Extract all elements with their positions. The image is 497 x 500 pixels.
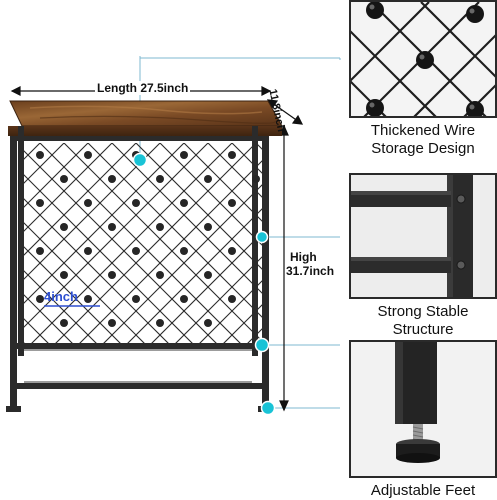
feature-caption-wire-line1: Thickened Wire — [370, 122, 476, 139]
accent-dot-foot — [260, 400, 276, 416]
wire-closeup-image — [351, 2, 495, 116]
feet-closeup-image — [351, 342, 495, 476]
feature-caption-feet-line1: Adjustable Feet — [370, 482, 476, 499]
feature-caption-feet: Adjustable Feet — [349, 482, 497, 500]
accent-dot-lattice — [132, 152, 148, 168]
length-label: Length 27.5inch — [95, 81, 191, 95]
feature-caption-structure-line2: Structure — [392, 321, 454, 338]
wood-tabletop-edge — [8, 126, 282, 136]
feature-panel-wire — [349, 0, 497, 118]
structure-closeup-image — [351, 175, 495, 297]
feature-panel-structure — [349, 173, 497, 299]
wire-gap-label: 4inch — [44, 289, 78, 304]
wire-lattice — [22, 143, 262, 343]
feature-caption-structure: Strong Stable Structure — [349, 303, 497, 339]
feature-caption-structure-line1: Strong Stable — [377, 303, 469, 320]
accent-dot-frame — [255, 230, 269, 244]
feature-panel-feet — [349, 340, 497, 478]
feature-caption-wire: Thickened Wire Storage Design — [349, 122, 497, 158]
accent-dots — [132, 152, 276, 416]
accent-dot-shelf — [254, 337, 270, 353]
feature-caption-wire-line2: Storage Design — [371, 140, 475, 157]
height-label: High — [290, 250, 317, 264]
bottom-shelf-wires — [24, 349, 252, 383]
height-value: 31.7inch — [286, 264, 335, 278]
